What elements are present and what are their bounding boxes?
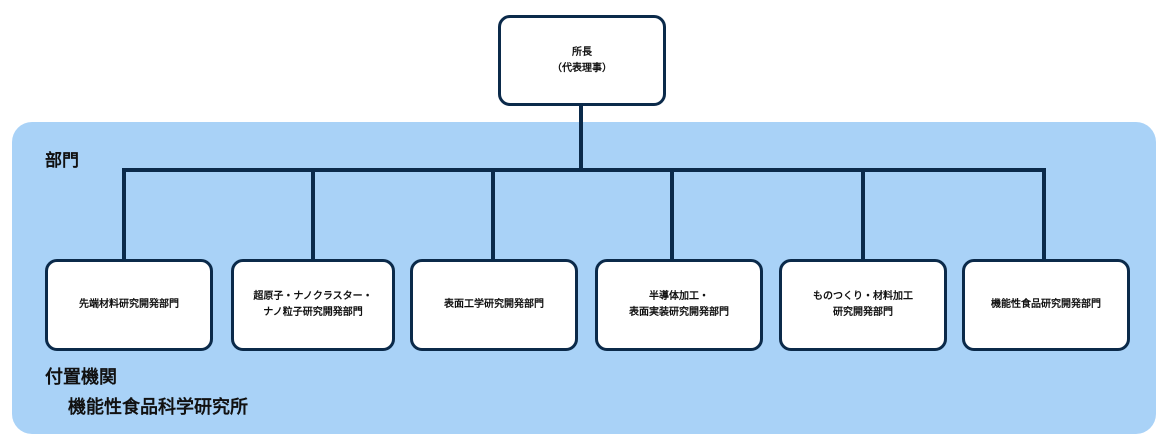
section-heading-departments: 部門	[45, 151, 79, 171]
department-label: 先端材料研究開発部門	[79, 299, 179, 310]
department-box-semiconductor: 半導体加工・ 表面実装研究開発部門	[595, 259, 763, 351]
department-box-advanced-materials: 先端材料研究開発部門	[45, 259, 213, 351]
department-box-surface-engineering: 表面工学研究開発部門	[410, 259, 578, 351]
department-box-nanoclusters: 超原子・ナノクラスター・ ナノ粒子研究開発部門	[231, 259, 395, 351]
department-box-functional-food: 機能性食品研究開発部門	[962, 259, 1130, 351]
department-box-manufacturing: ものつくり・材料加工 研究開発部門	[779, 259, 947, 351]
department-label: 半導体加工・ 表面実装研究開発部門	[629, 291, 729, 318]
department-label: 超原子・ナノクラスター・ ナノ粒子研究開発部門	[253, 291, 373, 318]
section-heading-affiliated: 付置機関	[45, 367, 117, 388]
director-label: 所長 （代表理事）	[552, 46, 612, 74]
department-label: 機能性食品研究開発部門	[991, 299, 1101, 310]
director-box: 所長 （代表理事）	[498, 15, 666, 106]
department-label: ものつくり・材料加工 研究開発部門	[813, 291, 913, 318]
affiliated-institute-label: 機能性食品科学研究所	[68, 397, 248, 418]
department-label: 表面工学研究開発部門	[444, 299, 544, 310]
